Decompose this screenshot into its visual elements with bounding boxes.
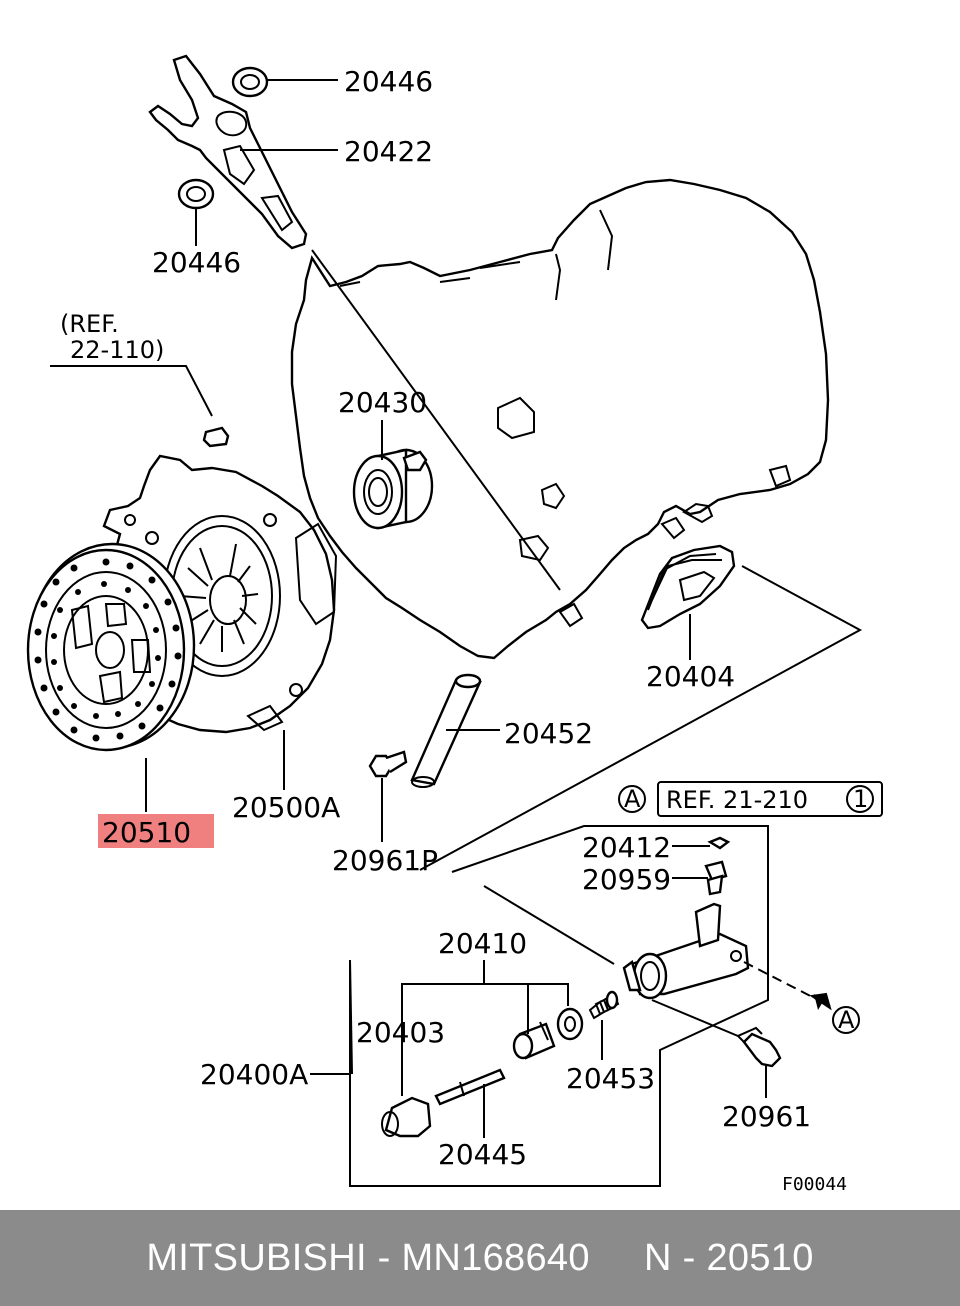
ref-clutch-line1: (REF. [60,310,119,338]
label-20412: 20412 [582,831,671,864]
rod-icon [434,1068,506,1106]
boot-small-icon [381,1096,432,1138]
ref-box-marker: A [624,785,641,813]
footer-bar: MITSUBISHI - MN168640 N - 20510 [0,1210,960,1306]
label-20453: 20453 [566,1062,655,1095]
spring-icon [588,990,620,1020]
footer-part-info: MITSUBISHI - MN168640 N - 20510 [146,1236,814,1279]
label-20961P: 20961P [332,844,438,877]
pilot-bushing-icon [202,426,230,448]
leader-lines [50,79,863,1187]
transmission-housing [290,178,830,660]
label-20961: 20961 [722,1100,811,1133]
ref-box-text: REF. 21-210 [666,786,808,814]
seal-bottom-icon [177,178,215,210]
washer-icon [556,1007,584,1041]
bleeder-icon [704,860,728,896]
cap-icon [707,836,731,850]
release-bearing-icon [352,448,434,530]
label-20446-bottom: 20446 [152,246,241,279]
label-20410: 20410 [438,927,527,960]
boot-icon [640,544,736,630]
ref-box-circled-number: 1 [853,785,868,813]
bolt-large-icon [736,1026,782,1068]
label-20445: 20445 [438,1138,527,1171]
label-20452: 20452 [504,717,593,750]
release-fork [148,54,308,250]
highlight-box [98,814,214,848]
release-cylinder-icon [622,902,750,1000]
ref-clutch-line2: 22-110) [70,336,164,364]
label-20422: 20422 [344,135,433,168]
label-20430: 20430 [338,386,427,419]
label-20510: 20510 [102,816,191,849]
label-20404: 20404 [646,660,735,693]
figure-code: F00044 [782,1174,847,1195]
bolt-small-icon [368,750,408,778]
label-20500A: 20500A [232,791,340,824]
label-20403: 20403 [356,1016,445,1049]
ref-box: A REF. 21-210 1 [618,781,883,817]
label-20959: 20959 [582,863,671,896]
label-20446-top: 20446 [344,65,433,98]
pushrod-icon [410,673,482,788]
parts-diagram: 20446 20422 20446 20430 20404 20452 2050… [26,54,883,1195]
seal-top-icon [231,66,269,98]
arrow-icon [809,992,832,1011]
arrow-marker: A [832,1006,860,1034]
label-20400A: 20400A [200,1058,308,1091]
clutch-disc-icon [26,542,196,752]
piston-icon [512,1021,556,1060]
arrow-marker-text: A [838,1006,855,1034]
